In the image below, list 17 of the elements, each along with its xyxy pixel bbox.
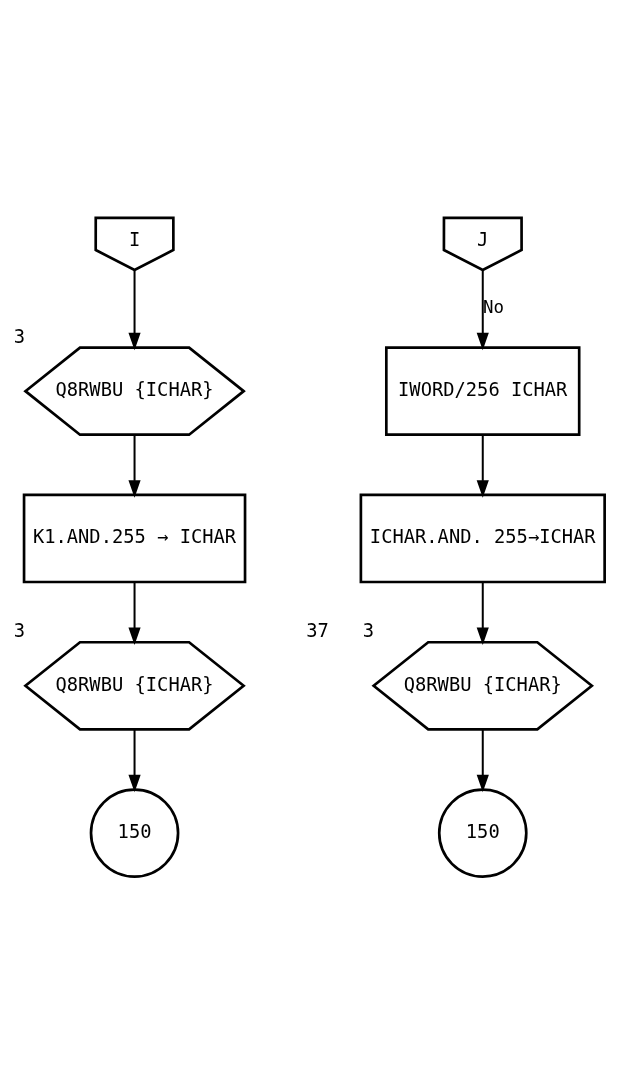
arrow bbox=[128, 728, 141, 792]
node-circle: 150 bbox=[89, 787, 180, 878]
edge-label: No bbox=[482, 296, 504, 317]
node-label: 3 bbox=[13, 619, 26, 641]
arrow bbox=[128, 581, 141, 645]
node-circle: 150 bbox=[437, 787, 528, 878]
arrow bbox=[128, 269, 141, 350]
arrow bbox=[476, 434, 489, 498]
node-box: IWORD/256 ICHAR bbox=[385, 345, 581, 436]
arrow bbox=[476, 269, 489, 350]
arrow bbox=[128, 434, 141, 498]
arrow bbox=[476, 581, 489, 645]
node-box: ICHAR.AND. 255→ICHAR bbox=[359, 493, 606, 583]
arrow bbox=[476, 728, 489, 792]
node-label: 37 3 bbox=[306, 619, 375, 641]
node-box: K1.AND.255 → ICHAR bbox=[22, 493, 247, 583]
node-label: 3 bbox=[13, 325, 26, 347]
